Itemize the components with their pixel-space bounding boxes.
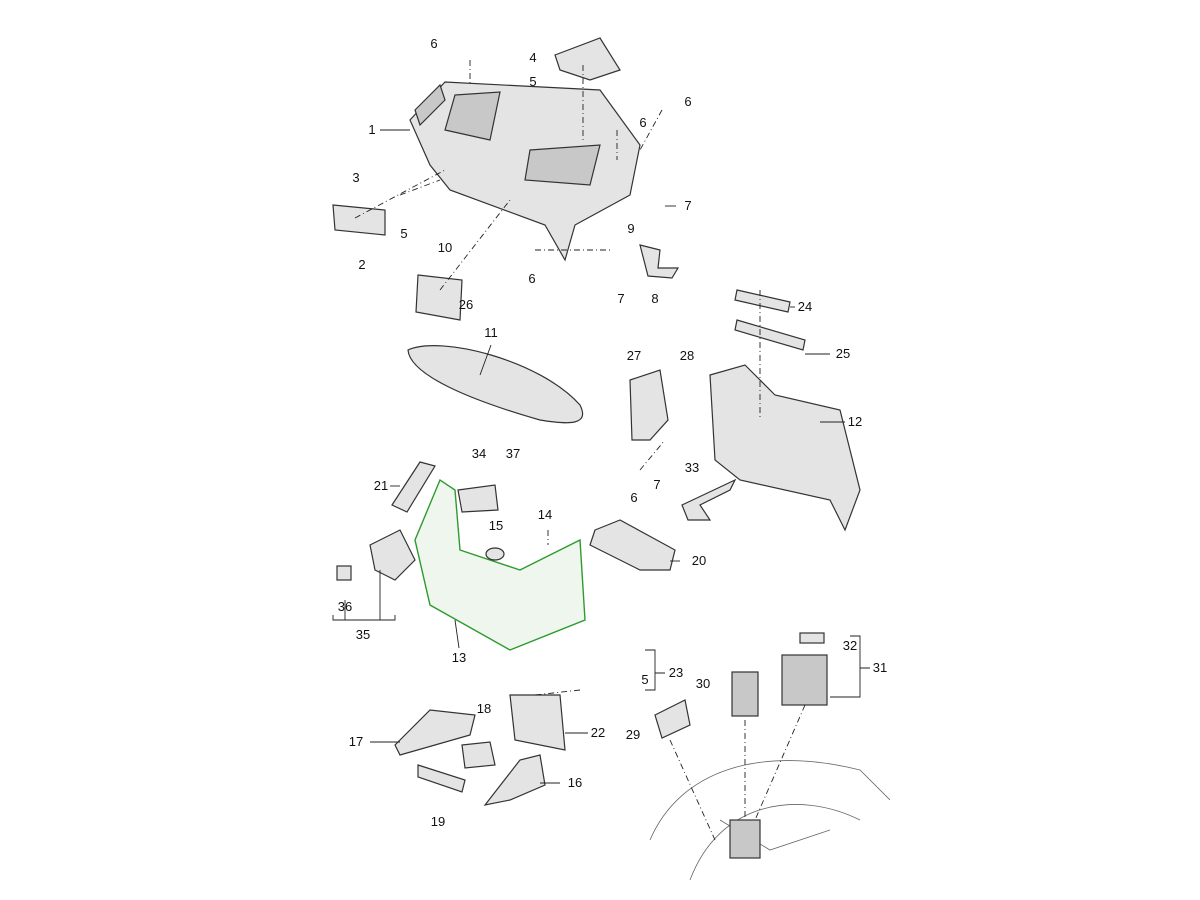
part-16-tray[interactable] bbox=[483, 754, 546, 806]
callout-7[interactable]: 7 bbox=[684, 198, 692, 213]
callout-3[interactable]: 3 bbox=[352, 170, 360, 185]
part-17-cover[interactable] bbox=[394, 709, 476, 756]
callout-35[interactable]: 35 bbox=[355, 627, 371, 642]
part-32-cover[interactable] bbox=[799, 632, 825, 644]
callout-26[interactable]: 26 bbox=[458, 297, 474, 312]
callout-36[interactable]: 36 bbox=[337, 599, 353, 614]
callout-12[interactable]: 12 bbox=[847, 414, 863, 429]
callout-5[interactable]: 5 bbox=[641, 672, 649, 687]
callout-16[interactable]: 16 bbox=[567, 775, 583, 790]
callout-23[interactable]: 23 bbox=[668, 665, 684, 680]
brackets bbox=[332, 570, 870, 698]
part-2-panel[interactable] bbox=[332, 204, 386, 236]
part-33-strip[interactable] bbox=[681, 478, 737, 521]
part-36-clip[interactable] bbox=[336, 565, 352, 581]
callout-33[interactable]: 33 bbox=[684, 460, 700, 475]
callout-15[interactable]: 15 bbox=[488, 518, 504, 533]
callout-24[interactable]: 24 bbox=[797, 299, 813, 314]
callout-4[interactable]: 4 bbox=[529, 50, 537, 65]
callout-19[interactable]: 19 bbox=[430, 814, 446, 829]
callout-10[interactable]: 10 bbox=[437, 240, 453, 255]
callout-2[interactable]: 2 bbox=[358, 257, 366, 272]
part-24-strip[interactable] bbox=[734, 289, 791, 313]
callout-17[interactable]: 17 bbox=[348, 734, 364, 749]
callout-31[interactable]: 31 bbox=[872, 660, 888, 675]
part-1-rear-shelf[interactable] bbox=[409, 81, 641, 262]
callout-32[interactable]: 32 bbox=[842, 638, 858, 653]
callout-25[interactable]: 25 bbox=[835, 346, 851, 361]
part-20-duct[interactable] bbox=[589, 519, 676, 571]
part-19-strip[interactable] bbox=[417, 764, 466, 793]
vehicle-outline bbox=[649, 760, 891, 881]
part-13-trunk-liner[interactable] bbox=[414, 478, 586, 651]
part-11-parcel-shelf[interactable] bbox=[407, 345, 584, 424]
callout-5[interactable]: 5 bbox=[529, 74, 537, 89]
callout-6[interactable]: 6 bbox=[430, 36, 438, 51]
part-31-amplifier[interactable] bbox=[781, 654, 828, 706]
part-21-strip[interactable] bbox=[391, 461, 436, 513]
callout-6[interactable]: 6 bbox=[630, 490, 638, 505]
part-22-cover[interactable] bbox=[509, 694, 566, 751]
part-34-handle[interactable] bbox=[457, 484, 499, 513]
callout-6[interactable]: 6 bbox=[684, 94, 692, 109]
callout-18[interactable]: 18 bbox=[476, 701, 492, 716]
callout-28[interactable]: 28 bbox=[679, 348, 695, 363]
part-8-bracket[interactable] bbox=[639, 244, 680, 279]
callout-22[interactable]: 22 bbox=[590, 725, 606, 740]
part-26-bracket[interactable] bbox=[415, 274, 463, 321]
part-35-latch[interactable] bbox=[369, 529, 416, 581]
callout-20[interactable]: 20 bbox=[691, 553, 707, 568]
part-25-strip[interactable] bbox=[734, 319, 806, 351]
callout-34[interactable]: 34 bbox=[471, 446, 487, 461]
callout-6[interactable]: 6 bbox=[639, 115, 647, 130]
part-30-module[interactable] bbox=[731, 671, 759, 717]
callout-7[interactable]: 7 bbox=[653, 477, 661, 492]
part-4-cover[interactable] bbox=[554, 37, 621, 81]
callout-29[interactable]: 29 bbox=[625, 727, 641, 742]
callout-5[interactable]: 5 bbox=[400, 226, 408, 241]
callout-1[interactable]: 1 bbox=[368, 122, 376, 137]
part-18-bracket[interactable] bbox=[461, 741, 496, 769]
callout-8[interactable]: 8 bbox=[651, 291, 659, 306]
callout-11[interactable]: 11 bbox=[484, 325, 498, 340]
callout-14[interactable]: 14 bbox=[537, 507, 553, 522]
callout-37[interactable]: 37 bbox=[505, 446, 521, 461]
callout-27[interactable]: 27 bbox=[626, 348, 642, 363]
callout-21[interactable]: 21 bbox=[373, 478, 389, 493]
callout-30[interactable]: 30 bbox=[695, 676, 711, 691]
part-12-side-trim[interactable] bbox=[709, 364, 861, 532]
leader-lines bbox=[354, 60, 845, 841]
callout-7[interactable]: 7 bbox=[617, 291, 625, 306]
callout-6[interactable]: 6 bbox=[528, 271, 536, 286]
part-15-plug[interactable] bbox=[485, 547, 505, 561]
callout-9[interactable]: 9 bbox=[627, 221, 635, 236]
part-27-bracket[interactable] bbox=[629, 369, 669, 441]
callout-13[interactable]: 13 bbox=[451, 650, 467, 665]
part-29-box[interactable] bbox=[654, 699, 691, 739]
